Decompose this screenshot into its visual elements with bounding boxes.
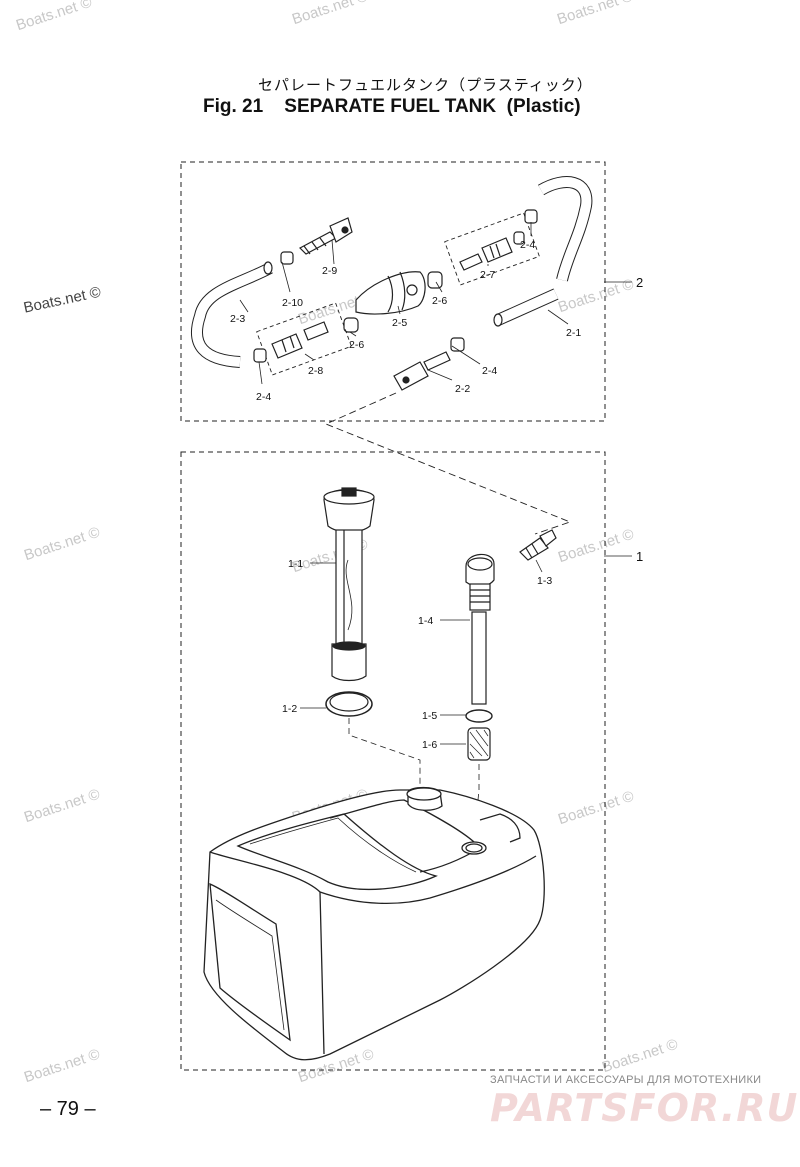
hose-2-3 (190, 261, 273, 368)
figure-title-japanese: セパレートフュエルタンク（プラスティック） (258, 76, 593, 94)
part-label-2-2: 2-2 (455, 383, 470, 395)
part-label-2-7: 2-7 (480, 269, 495, 281)
part-label-2-9: 2-9 (322, 265, 337, 277)
part-label-2-6-b: 2-6 (432, 295, 447, 307)
part-label-2-6-a: 2-6 (349, 339, 364, 351)
figure-title: Fig. 21 SEPARATE FUEL TANK (Plastic) (203, 96, 581, 117)
part-label-1-6: 1-6 (422, 739, 437, 751)
tank-assembly-frame (180, 451, 606, 1071)
clip-2-4-bottom (450, 337, 465, 352)
page-number: – 79 – (40, 1098, 96, 1120)
part-label-1-2: 1-2 (282, 703, 297, 715)
fuel-gauge-1-1 (323, 487, 375, 682)
clip-2-10 (280, 251, 294, 265)
check-valve-group-2-7 (444, 212, 540, 286)
clip-2-4-top (524, 209, 538, 224)
part-label-1-5: 1-5 (422, 710, 437, 722)
part-label-2-4-bottom: 2-4 (482, 365, 497, 377)
check-valve-2-8 (271, 321, 329, 359)
footer-text: ЗАПЧАСТИ И АКСЕССУАРЫ ДЛЯ МОТОТЕХНИКИ (490, 1074, 762, 1086)
filter-1-6 (467, 727, 491, 761)
connector-2-9 (299, 217, 353, 255)
part-label-2-4-left: 2-4 (256, 391, 271, 403)
connection-line (324, 392, 572, 535)
part-label-2-1: 2-1 (566, 327, 581, 339)
fitting-1-3 (519, 529, 557, 561)
clip-2-6-a (343, 317, 359, 333)
footer-logo: PARTSFOR.RU (490, 1086, 799, 1130)
o-ring-1-2 (325, 691, 373, 717)
clip-2-4-left (253, 348, 267, 363)
assembly-label-1: 1 (636, 549, 643, 564)
clip-2-6-b (427, 271, 443, 289)
assembly-label-2: 2 (636, 275, 643, 290)
part-label-1-4: 1-4 (418, 615, 433, 627)
primer-bulb-2-5 (355, 271, 426, 315)
check-valve-group-2-8 (256, 302, 352, 376)
part-label-2-3: 2-3 (230, 313, 245, 325)
hose-assembly-frame (180, 161, 606, 422)
check-valve-2-7 (459, 231, 525, 271)
hose-2-1 (493, 176, 593, 327)
part-label-2-5: 2-5 (392, 317, 407, 329)
pickup-tube-1-4 (465, 553, 495, 705)
part-label-1-1: 1-1 (288, 558, 303, 570)
connector-2-2 (393, 351, 451, 391)
fuel-tank (203, 786, 545, 1061)
part-label-2-4-top: 2-4 (520, 239, 535, 251)
part-label-2-10: 2-10 (282, 297, 303, 309)
part-label-2-8: 2-8 (308, 365, 323, 377)
ring-1-5 (465, 709, 493, 723)
part-label-1-3: 1-3 (537, 575, 552, 587)
